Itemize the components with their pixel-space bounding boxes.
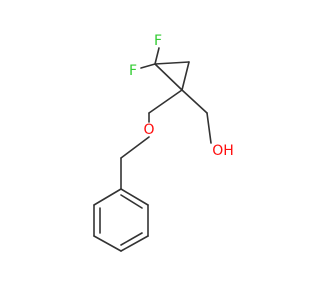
atom-labels: F F O OH [129,33,234,159]
cf-bond-top [154,47,160,65]
ch2-oh-bond [206,112,212,144]
o-ch2-bond [120,136,150,159]
ring-bond [154,63,183,91]
atom-label-fluorine-top: F [154,33,162,49]
c-ch2-bond-left [148,89,183,114]
structure-canvas: F F O OH [93,33,234,252]
aromatic-double-bond [120,194,143,209]
ring-bond [181,61,190,91]
aromatic-double-bond [120,232,143,246]
benzene-bond [93,235,122,252]
bond-set [93,47,212,252]
ring-bond [154,61,190,65]
benzene-bond [93,188,122,206]
atom-label-fluorine-left: F [129,63,137,79]
benzene-bond [120,235,149,252]
atom-label-hydroxyl: OH [212,143,234,159]
molecule-structure: F F O OH [93,33,234,252]
atom-label-ether-oxygen: O [143,122,154,138]
c-ch2-bond-right [181,89,208,114]
benzene-bond [120,188,149,206]
cf-bond-left [140,63,156,69]
